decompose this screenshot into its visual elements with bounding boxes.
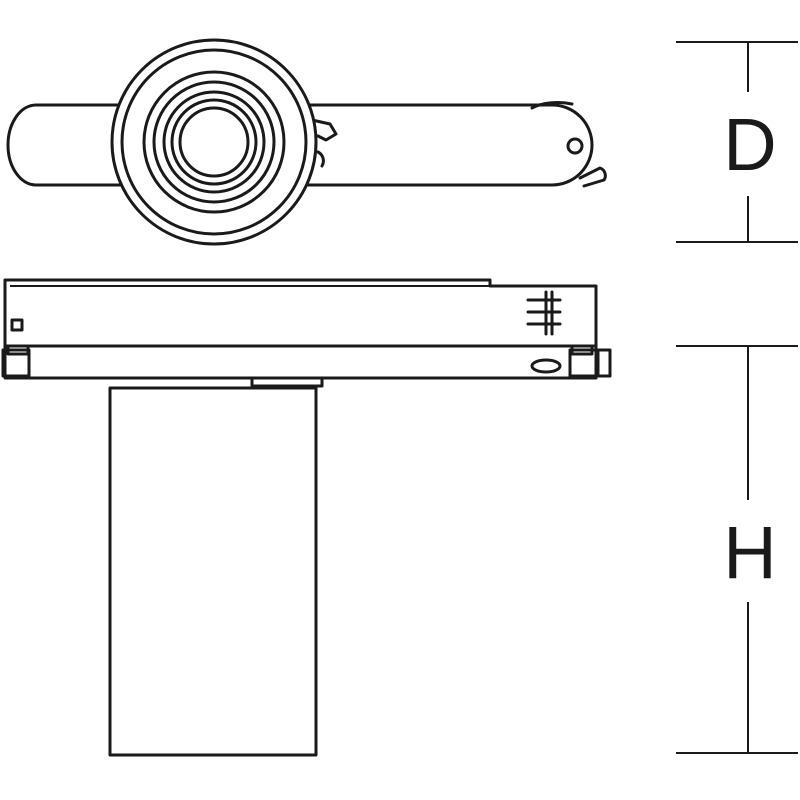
top-view-end-knob [530, 100, 574, 110]
side-view-contact-comb [526, 290, 562, 336]
top-view-ring-5 [162, 90, 266, 194]
top-view-end-clip [578, 166, 607, 188]
side-view-connector [250, 376, 324, 388]
top-view-ring-3 [142, 70, 286, 214]
dimension-h-label: H [723, 511, 776, 594]
side-view-spotlight-body [108, 386, 318, 757]
top-view [6, 38, 607, 246]
dimension-d: D [676, 41, 798, 243]
top-view-ring-4 [152, 80, 276, 204]
top-view-lens [178, 106, 250, 178]
side-view-right-cap-top [570, 344, 594, 356]
side-view-lower-rail [3, 344, 598, 380]
side-view-right-tab [596, 348, 612, 378]
side-view-oval-slot [530, 358, 562, 374]
top-view-ring-2 [120, 48, 308, 236]
side-view-left-cap [1, 348, 31, 378]
top-view-screw-hole [566, 137, 584, 155]
dimension-h: H [676, 345, 798, 754]
top-view-ring-6 [170, 98, 258, 186]
side-view-adapter-housing [3, 278, 598, 348]
top-view-track-bar [6, 103, 594, 187]
top-view-latch [310, 118, 338, 168]
top-view-outer-ring [110, 38, 318, 246]
dimension-d-label: D [723, 103, 776, 186]
side-view-right-cap [568, 348, 598, 378]
side-view [1, 278, 612, 757]
side-view-left-cap-top [6, 344, 30, 356]
side-view-small-square [10, 318, 24, 332]
